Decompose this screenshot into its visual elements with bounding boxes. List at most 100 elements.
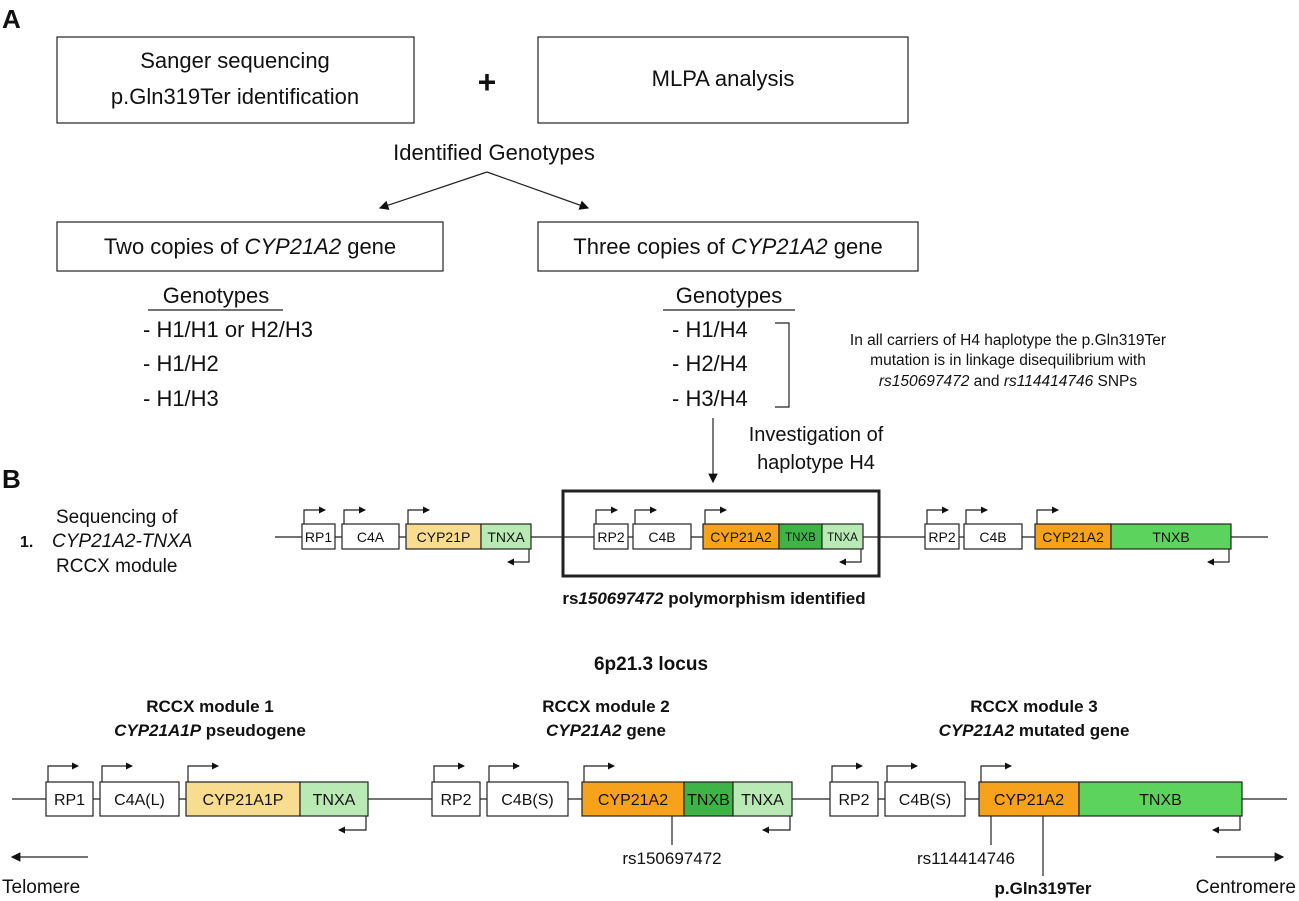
investigation-line2: haplotype H4 [757, 452, 875, 474]
transcription-arrow [47, 762, 79, 782]
module-1-title: RCCX module 1 [146, 697, 274, 716]
plus-sign: + [478, 64, 497, 100]
two-copies-post: gene [341, 234, 396, 259]
transcription-arrow [704, 506, 727, 524]
note-snp1: rs150697472 [879, 373, 970, 390]
note-and: and [969, 373, 1003, 390]
gene-label: TNXB [1152, 529, 1189, 545]
three-copies-box: Three copies of CYP21A2 gene [537, 221, 919, 272]
rs114414746-label: rs114414746 [917, 849, 1015, 868]
left-genotype-item: - H1/H2 [143, 351, 219, 376]
gene-label: C4A [357, 529, 385, 545]
gene-label: C4B(S) [899, 792, 951, 809]
centromere-label: Centromere [1196, 877, 1296, 898]
gene-label: CYP21A2 [994, 792, 1064, 809]
reverse-transcription-arrow [1212, 816, 1241, 834]
gene-label: C4B [648, 529, 675, 545]
module-1-rest: pseudogene [201, 721, 306, 740]
transcription-arrow [583, 762, 615, 782]
step-number: 1. [20, 534, 33, 551]
transcription-arrow [926, 506, 949, 524]
mlpa-box-label: MLPA analysis [652, 66, 795, 91]
sanger-box: Sanger sequencing p.Gln319Ter identifica… [56, 36, 415, 124]
reverse-transcription-arrow [338, 816, 367, 834]
transcription-arrow [886, 762, 918, 782]
module-3-gene: CYP21A2 [939, 721, 1015, 740]
telomere-label: Telomere [2, 877, 80, 898]
svg-text:CYP21A2 gene: CYP21A2 gene [546, 721, 666, 740]
reverse-transcription-arrow [507, 549, 530, 566]
module-2-title: RCCX module 2 [542, 697, 670, 716]
transcription-arrow [1036, 506, 1059, 524]
right-genotype-item: - H3/H4 [672, 386, 748, 411]
module-1-gene: CYP21A1P [114, 721, 202, 740]
mutation-label: p.Gln319Ter [995, 879, 1092, 898]
locus-title: 6p21.3 locus [594, 654, 708, 675]
reverse-transcription-arrow [1207, 549, 1230, 566]
genotype-bracket [775, 322, 790, 408]
module-3-title: RCCX module 3 [970, 697, 1098, 716]
gene-label: CYP21A2 [598, 792, 668, 809]
panel-a-label: A [2, 4, 21, 34]
gene-label: RP2 [440, 792, 471, 809]
polymorphism-pre: rs [562, 589, 578, 608]
upper-module-3: RP2 C4B CYP21A2 TNXB [924, 506, 1232, 566]
panel-b-label: B [2, 464, 21, 494]
reverse-transcription-arrow [839, 549, 862, 566]
transcription-arrow [343, 506, 366, 524]
svg-text:Three copies of CYP21A2 gene: Three copies of CYP21A2 gene [573, 234, 882, 259]
lower-module-1: RP1 C4A(L) CYP21A1P TNXA [45, 762, 369, 834]
gene-label: C4B(S) [501, 792, 553, 809]
svg-text:CYP21A2 mutated gene: CYP21A2 mutated gene [939, 721, 1130, 740]
right-genotype-item: - H1/H4 [672, 317, 748, 342]
transcription-arrow [965, 506, 988, 524]
module-3-rest: mutated gene [1014, 721, 1129, 740]
right-genotypes: Genotypes - H1/H4 - H2/H4 - H3/H4 [663, 283, 795, 411]
gene-label: CYP21P [417, 529, 471, 545]
lower-module-3: RP2 C4B(S) CYP21A2 TNXB [829, 762, 1243, 834]
svg-text:rs150697472 and rs114414746 SN: rs150697472 and rs114414746 SNPs [879, 373, 1138, 390]
transcription-arrow [831, 762, 863, 782]
polymorphism-italic: 150697472 [578, 589, 664, 608]
gene-label: RP2 [928, 529, 955, 545]
gene-label: TNXA [487, 529, 525, 545]
upper-module-2: RP2 C4B CYP21A2 TNXB TNXA [593, 506, 864, 566]
step-text-line2: CYP21A2-TNXA [52, 531, 192, 552]
gene-label: TNXB [785, 532, 816, 544]
transcription-arrow [488, 762, 520, 782]
gene-label: RP1 [54, 792, 85, 809]
right-genotype-item: - H2/H4 [672, 351, 748, 376]
two-copies-box: Two copies of CYP21A2 gene [56, 221, 444, 272]
gene-label: RP1 [305, 529, 332, 545]
svg-text:rs150697472 polymorphism ident: rs150697472 polymorphism identified [562, 589, 865, 608]
identified-genotypes-label: Identified Genotypes [393, 140, 595, 165]
gene-label: RP2 [597, 529, 624, 545]
gene-label: RP2 [838, 792, 869, 809]
note-post: SNPs [1093, 373, 1137, 390]
svg-text:CYP21A1P pseudogene: CYP21A1P pseudogene [114, 721, 306, 740]
lower-module-2: RP2 C4B(S) CYP21A2 TNXB TNXA [431, 762, 793, 834]
step-text-line1: Sequencing of [56, 507, 178, 528]
left-genotype-item: - H1/H3 [143, 386, 219, 411]
transcription-arrow [407, 506, 430, 524]
gene-label: TNXB [687, 792, 730, 809]
gene-label: TNXA [827, 532, 858, 544]
transcription-arrow [433, 762, 465, 782]
note-snp2: rs114414746 [1004, 373, 1094, 390]
rs150697472-label: rs150697472 [622, 849, 721, 868]
note-line1: In all carriers of H4 haplotype the p.Gl… [850, 332, 1166, 349]
gene-label: C4B [979, 529, 1006, 545]
left-genotype-item: - H1/H1 or H2/H3 [143, 317, 313, 342]
transcription-arrow [303, 506, 326, 524]
left-genotypes: Genotypes - H1/H1 or H2/H3 - H1/H2 - H1/… [143, 283, 313, 411]
gene-label: TNXA [741, 792, 784, 809]
three-copies-pre: Three copies of [573, 234, 731, 259]
gene-label: C4A(L) [114, 792, 165, 809]
gene-label: TNXA [313, 792, 356, 809]
transcription-arrow [101, 762, 133, 782]
sanger-box-line1: Sanger sequencing [140, 48, 330, 73]
two-copies-pre: Two copies of [104, 234, 245, 259]
right-genotypes-title: Genotypes [676, 283, 782, 308]
